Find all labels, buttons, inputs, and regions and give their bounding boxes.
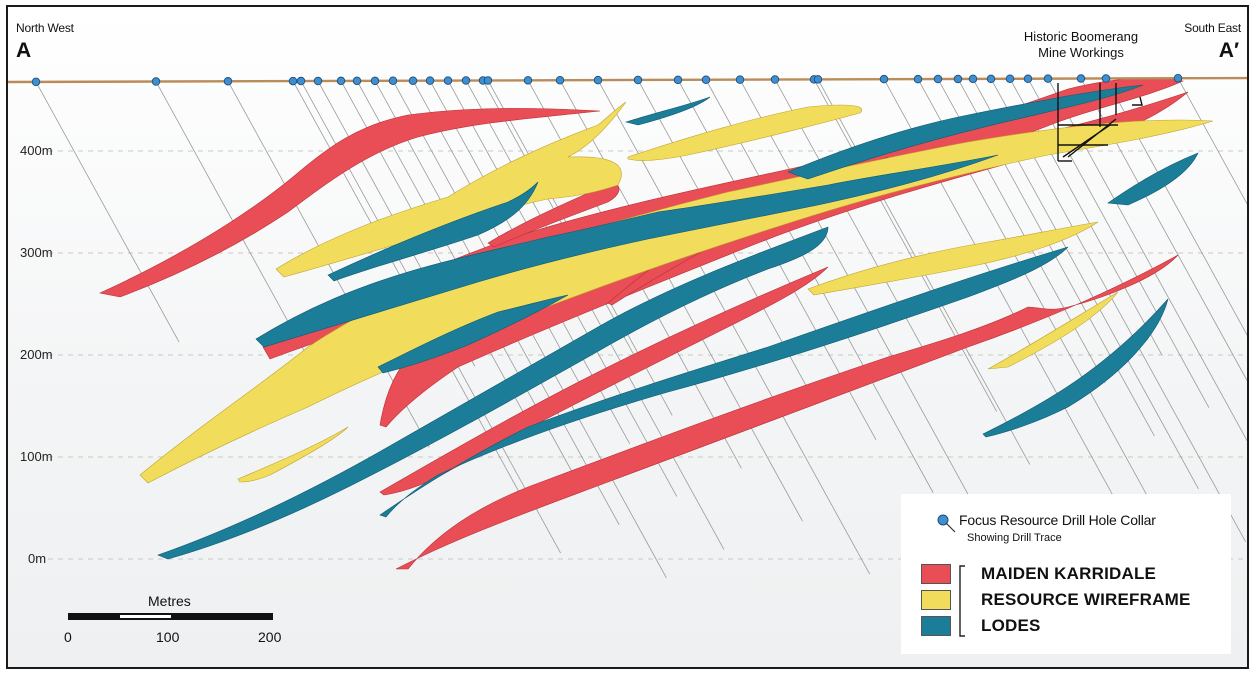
- drill-collar: [223, 77, 233, 86]
- section-diagram: [8, 73, 1247, 578]
- legend-item-label: LODES: [981, 616, 1041, 635]
- drill-trace: [1080, 78, 1247, 382]
- drill-collar: [388, 76, 398, 86]
- drill-collar: [296, 76, 306, 86]
- drill-collar: [461, 76, 471, 85]
- drill-collar: [288, 76, 298, 86]
- legend-swatch-red: [921, 564, 951, 584]
- scale-tick-label: 200: [258, 629, 282, 645]
- elevation-label: 200m: [20, 347, 53, 362]
- start-direction-label: North West: [16, 21, 74, 35]
- drill-collar: [1005, 74, 1015, 84]
- legend-item-label: RESOURCE WIREFRAME: [981, 590, 1191, 609]
- historic-mine-workings: [1057, 83, 1143, 162]
- drill-collar: [31, 77, 41, 87]
- resource-wireframe-lodes: [139, 101, 1214, 484]
- drill-collar: [986, 74, 996, 84]
- lodes-wireframes: [157, 84, 1199, 560]
- drill-collar: [913, 74, 923, 84]
- annotation-line-1: Historic Boomerang: [1023, 29, 1139, 44]
- drill-collar: [313, 76, 323, 86]
- elevation-label: 300m: [20, 245, 53, 260]
- legend-collar-subtitle: Showing Drill Trace: [967, 532, 1062, 544]
- drill-trace: [1177, 78, 1247, 205]
- drill-collar: [593, 75, 603, 85]
- scale-bar-graphic: [68, 613, 273, 620]
- drill-trace: [597, 79, 871, 575]
- drill-collar: [770, 75, 780, 84]
- cross-section-figure: North West A South East A′ Historic Boom…: [6, 5, 1249, 669]
- drill-collar: [352, 76, 362, 86]
- elevation-label: 0m: [28, 551, 47, 566]
- legend-swatch-yellow: [921, 590, 951, 610]
- drill-collar: [1076, 74, 1086, 83]
- drill-trace: [412, 80, 584, 391]
- drill-trace: [465, 80, 725, 550]
- scale-bar-title: Metres: [148, 593, 191, 609]
- drill-collar: [483, 76, 493, 85]
- drill-collar: [425, 76, 435, 85]
- section-start-label: A: [16, 39, 32, 62]
- drill-collar: [555, 75, 565, 85]
- drill-collar: [408, 76, 418, 85]
- historic-workings-annotation: Historic Boomerang Mine Workings: [1006, 29, 1156, 61]
- drill-collar: [1173, 73, 1183, 83]
- collar-symbol-icon: [937, 514, 956, 533]
- legend-swatch-blue: [921, 616, 951, 636]
- drill-collar: [933, 74, 943, 84]
- drill-collar: [1023, 74, 1033, 83]
- drill-collar: [735, 75, 745, 84]
- legend-collar-title: Focus Resource Drill Hole Collar: [959, 512, 1156, 528]
- end-direction-label: South East: [1184, 21, 1241, 35]
- drill-collar: [1043, 74, 1053, 83]
- drill-collar: [370, 76, 380, 86]
- drill-collar: [443, 76, 453, 85]
- drill-collar: [953, 74, 963, 84]
- section-end-label: A′: [1218, 39, 1239, 62]
- drill-collar: [673, 75, 683, 85]
- annotation-line-2: Mine Workings: [1038, 45, 1124, 60]
- drill-collar: [813, 75, 823, 84]
- scale-tick-label: 0: [64, 629, 72, 645]
- drill-collar: [336, 76, 346, 86]
- drill-collar: [633, 75, 643, 85]
- drill-hole-collars: [31, 73, 1183, 87]
- scale-tick-label: 100: [156, 629, 180, 645]
- drill-trace: [813, 79, 997, 412]
- drill-collar: [1101, 74, 1111, 83]
- drill-collar: [151, 77, 161, 86]
- legend: Focus Resource Drill Hole Collar Showing…: [901, 494, 1231, 654]
- ground-surface: [8, 76, 1247, 84]
- drill-trace: [482, 80, 639, 363]
- drill-trace: [35, 81, 180, 343]
- drill-collar: [701, 75, 711, 85]
- drill-collar: [523, 76, 533, 85]
- legend-bracket: [959, 565, 965, 637]
- elevation-label: 400m: [20, 143, 53, 158]
- drill-collar: [968, 74, 978, 84]
- drill-trace: [1105, 78, 1247, 336]
- elevation-label: 100m: [20, 449, 53, 464]
- legend-item-label: MAIDEN KARRIDALE: [981, 564, 1157, 583]
- drill-collar: [879, 74, 889, 84]
